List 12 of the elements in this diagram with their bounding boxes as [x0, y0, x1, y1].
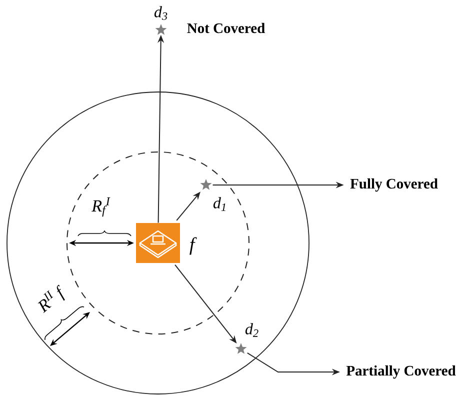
status-label: Partially Covered	[346, 365, 456, 379]
status-label: Not Covered	[187, 22, 265, 34]
star-marker	[155, 24, 167, 35]
dimension-label: R$^{II}$ f	[38, 284, 65, 313]
status-label: Fully Covered	[350, 178, 438, 192]
point-label: d$_{2}$	[245, 323, 258, 337]
node-label: f	[190, 237, 197, 255]
star-marker	[235, 343, 247, 354]
point-label: d$_{1}$	[213, 197, 226, 211]
dimension-label: R$_{f}$I	[92, 197, 110, 217]
point-label: d$_{3}$	[154, 6, 168, 20]
star-marker	[200, 179, 212, 190]
